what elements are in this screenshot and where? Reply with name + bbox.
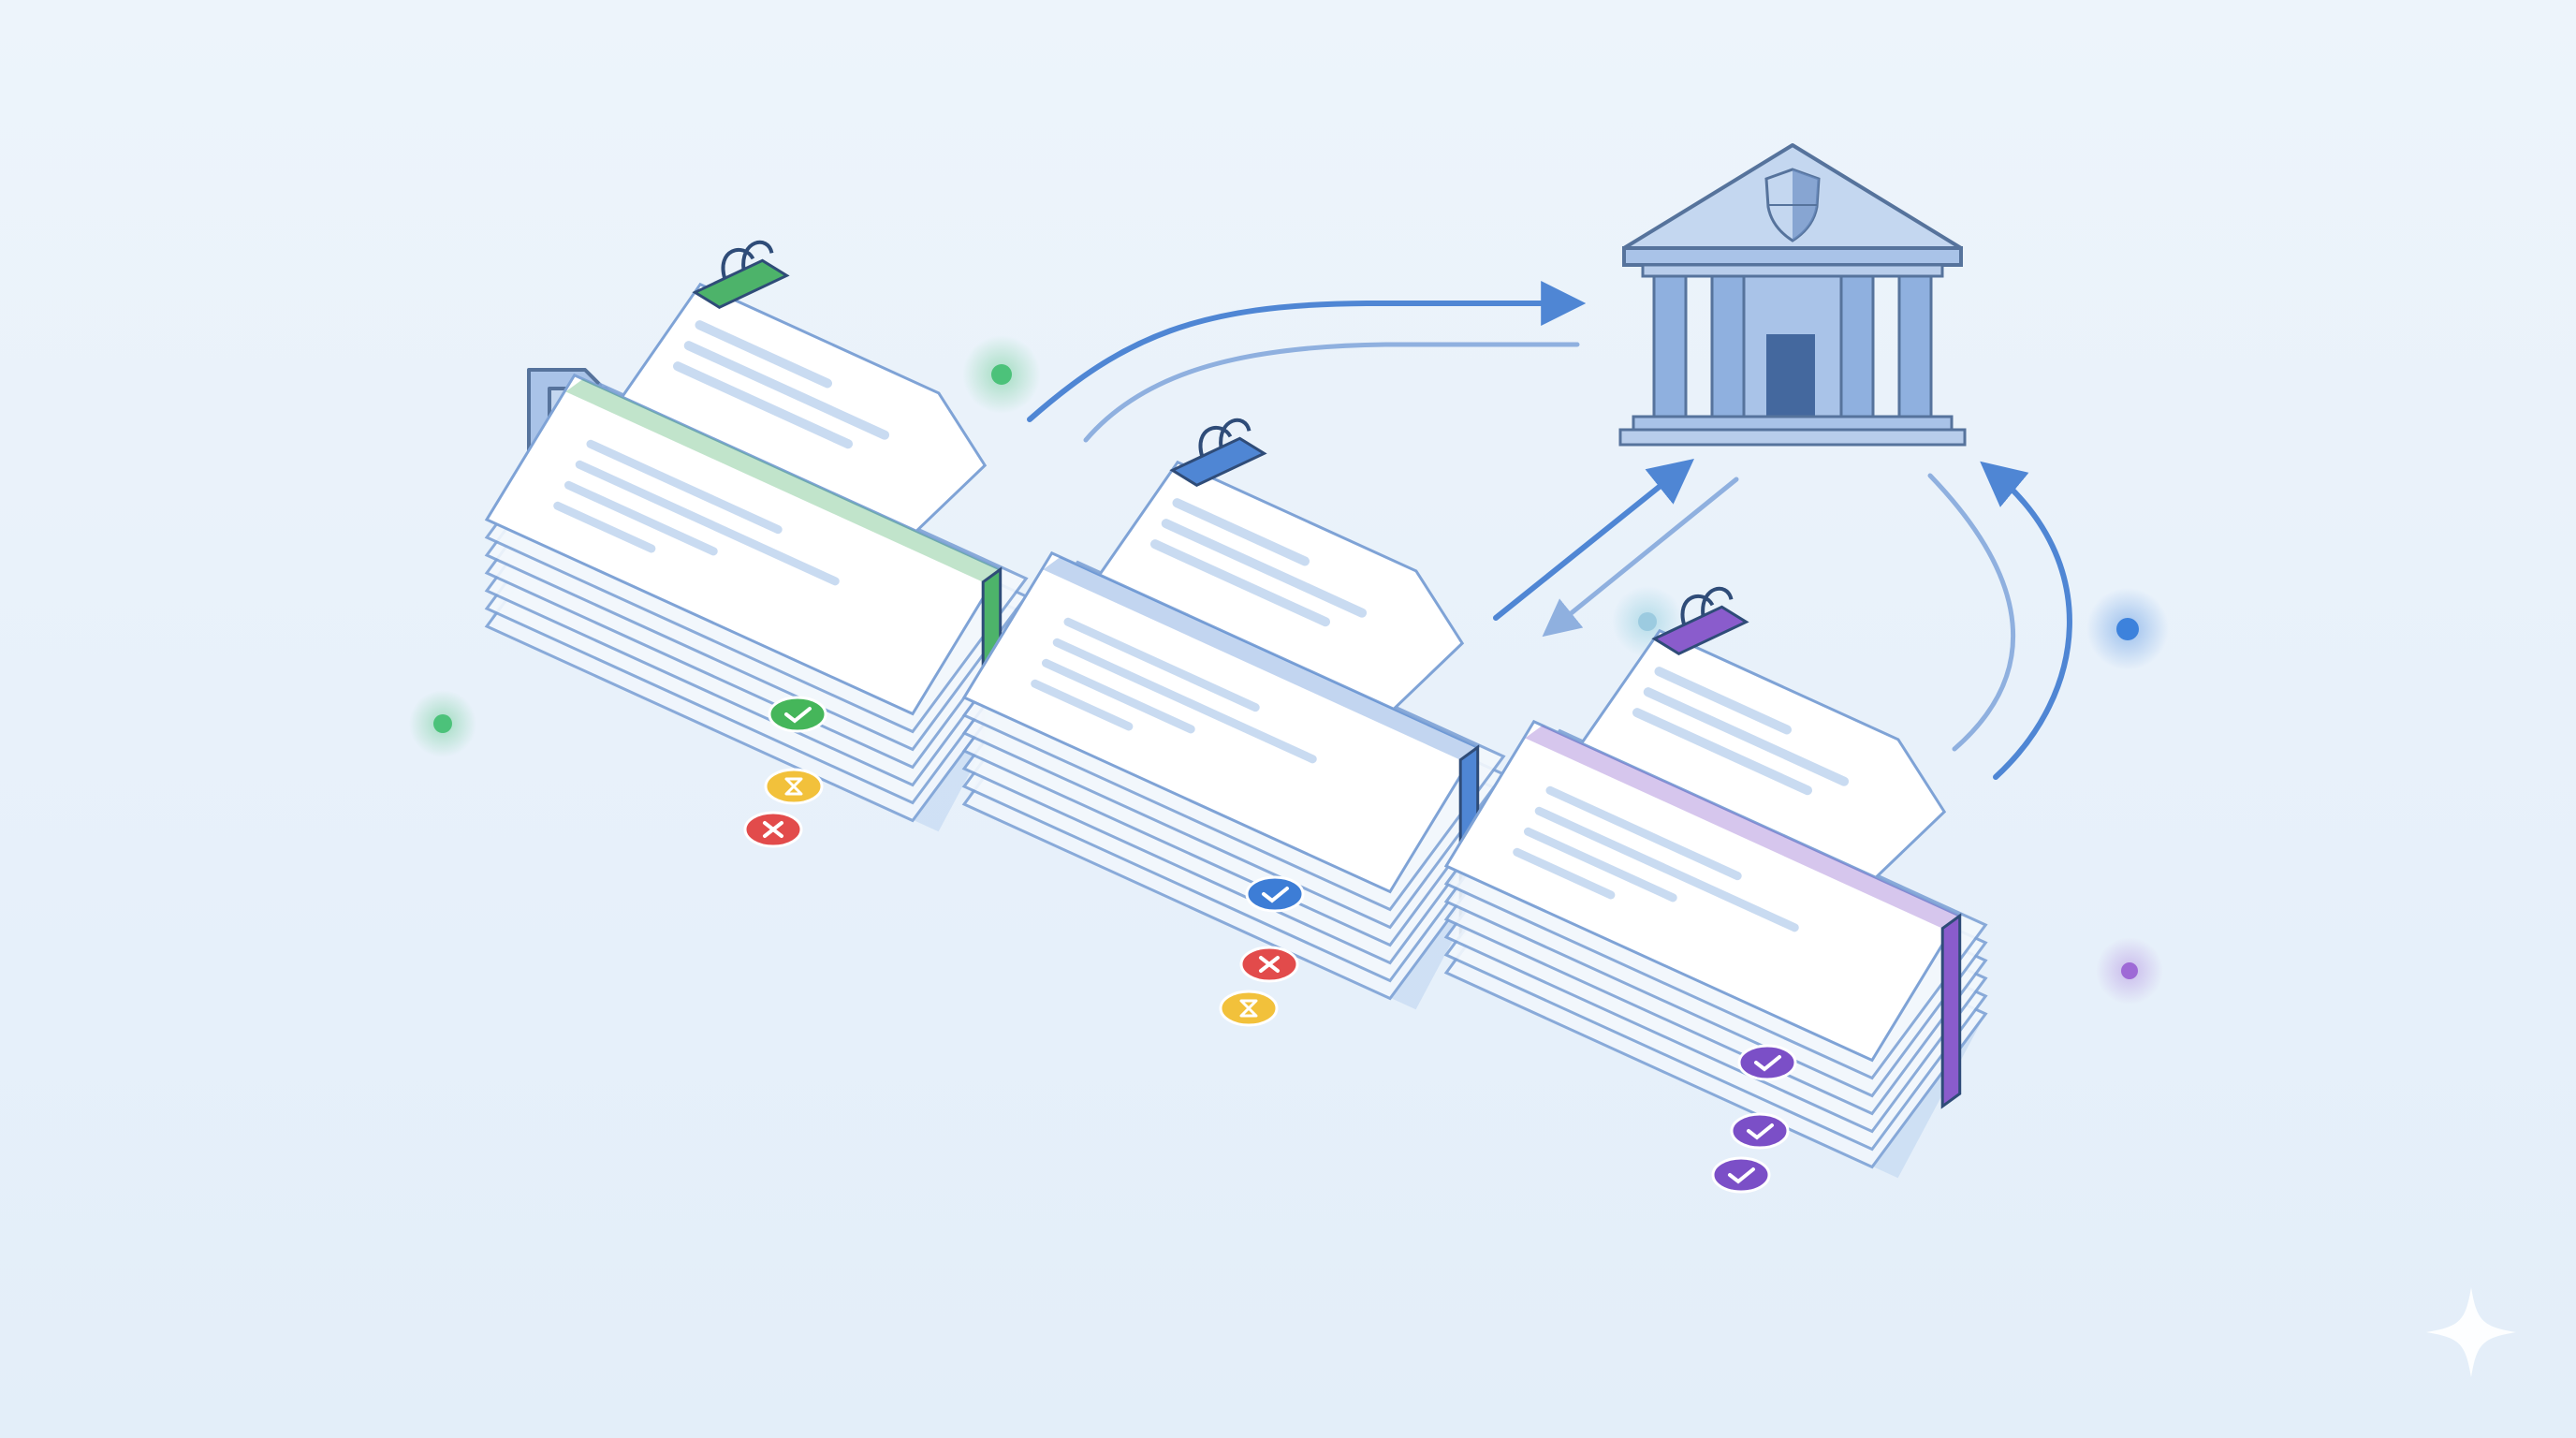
status-nodes [409,335,2169,1005]
accent-tab [1940,913,1962,1109]
text-line [683,341,890,440]
binder-clip-icon [1651,586,1749,656]
arrow-bank-to-stack1 [1083,342,1580,443]
binder-clip-icon [692,240,790,310]
text-line [1524,827,1677,902]
node-green-left [409,690,476,757]
arrow-bank-to-stack3 [1927,473,2016,752]
accent-band [565,378,1001,582]
arrow-stack3-to-bank [1980,461,2072,780]
hourglass-icon [764,768,824,805]
text-line [695,320,832,389]
text-line [673,361,853,449]
hourglass-icon [1219,990,1279,1027]
stack-purple [1443,586,1988,1194]
text-line [1643,687,1850,786]
text-line [1052,638,1317,764]
check-icon [1711,1156,1771,1194]
text-line [575,460,840,586]
text-line [1534,806,1799,932]
text-line [1150,539,1330,627]
text-line [1042,658,1195,734]
x-icon [1239,946,1299,983]
text-line [564,480,718,556]
x-icon [743,811,803,848]
check-icon [1730,1112,1790,1150]
shield-icon [1764,168,1821,242]
text-line [1161,519,1368,618]
stack-blue [961,418,1506,1027]
arrow-stack2-to-bank [1493,458,1694,621]
flow-arrows [1027,281,2072,780]
node-purple-right [2096,937,2163,1005]
check-icon [1245,875,1305,913]
arrow-stack1-to-bank [1027,281,1587,422]
check-icon [1737,1044,1797,1081]
sparkle-icon [2426,1287,2516,1377]
text-line [1172,498,1310,566]
accent-band [1525,725,1960,929]
text-line [586,439,783,535]
text-line [553,501,656,553]
document-stacks [484,240,1988,1194]
text-line [1063,617,1260,712]
check-icon [768,696,827,733]
binder-clip-icon [1169,418,1267,488]
bank-building-icon [1618,143,1967,447]
stack-green [484,240,1029,848]
text-line [1545,785,1742,881]
node-blue-right [2086,588,2169,670]
arrow-bank-to-stack2 [1542,477,1739,638]
node-green-top [962,335,1041,414]
text-line [1632,708,1812,796]
text-line [1654,667,1792,735]
accent-band [1043,556,1478,760]
text-line [1031,679,1134,731]
text-line [1513,847,1616,900]
